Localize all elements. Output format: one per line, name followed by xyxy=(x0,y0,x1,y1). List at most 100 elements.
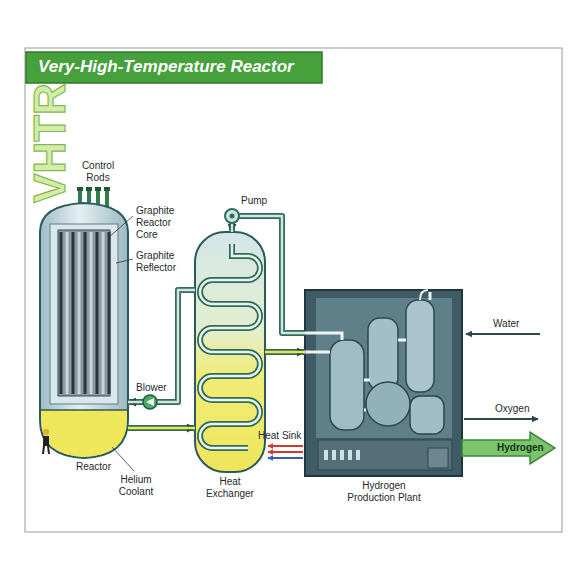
coil-tube xyxy=(200,244,260,448)
person-figure-part xyxy=(43,429,49,435)
part-label: Graphite Reflector xyxy=(136,250,186,274)
pipe-inner xyxy=(232,216,305,333)
core-rod xyxy=(102,232,105,394)
node-label: Hydrogen Production Plant xyxy=(338,480,430,504)
flow-arrows-part xyxy=(462,432,555,464)
production-plant-node: Hydrogen Production Plant xyxy=(305,290,462,476)
hydrogen-plant-part xyxy=(356,450,360,460)
blower-symbol xyxy=(143,395,157,409)
flow-arrows-part xyxy=(464,418,538,420)
hydrogen-plant-part xyxy=(316,298,452,438)
title-banner xyxy=(26,52,322,83)
person-figure-part xyxy=(43,446,44,454)
blower-symbol-part xyxy=(146,398,154,406)
leader-lines-part xyxy=(108,216,133,238)
pump-symbol xyxy=(225,209,239,223)
part-label: Heat Sink xyxy=(258,430,301,442)
pipe-group xyxy=(128,290,195,402)
flow-label: Oxygen xyxy=(495,403,529,415)
flow-arrows-part xyxy=(466,333,540,335)
part-label: Blower xyxy=(136,382,167,394)
control-rods-part xyxy=(95,187,101,191)
flow-arrows-part xyxy=(268,445,303,447)
title-text: Very-High-Temperature Reactor xyxy=(38,57,294,77)
person-figure-part xyxy=(43,436,49,446)
coolant-pipe xyxy=(128,425,195,431)
pipe-inner xyxy=(265,351,305,354)
flow-label: Water xyxy=(493,318,519,330)
core-rod xyxy=(108,232,111,394)
core-rod xyxy=(96,232,99,394)
blower-symbol-part xyxy=(143,395,157,409)
reactor-vessel-part xyxy=(50,224,118,404)
hydrogen-plant-part xyxy=(332,450,336,460)
hydrogen-plant-part xyxy=(330,340,364,430)
hydrogen-plant-part xyxy=(318,440,452,470)
hydrogen-plant-part xyxy=(406,300,434,392)
leader-lines-part xyxy=(116,259,133,263)
node-label: Reactor xyxy=(76,461,111,473)
control-rods-part xyxy=(86,187,92,191)
coolant-pipe xyxy=(265,349,305,355)
control-rods-part xyxy=(104,187,110,191)
part-label: Graphite Reactor Core xyxy=(136,205,182,241)
coolant-pipe xyxy=(232,216,305,333)
reactor-vessel-part xyxy=(40,203,128,458)
part-label: Control Rods xyxy=(77,160,119,184)
node-label: Heat Exchanger xyxy=(202,476,258,500)
core-rod xyxy=(78,232,81,394)
reactor-vessel-node: Reactor xyxy=(40,203,128,458)
hydrogen-plant-part xyxy=(368,318,398,390)
reactor-vessel-part xyxy=(41,409,127,411)
hydrogen-plant-part xyxy=(428,448,448,468)
vertical-logo: VHTR xyxy=(28,83,72,203)
pipe-inner xyxy=(128,290,195,402)
pipe-group xyxy=(265,352,305,353)
person-figure-part xyxy=(48,446,49,454)
pipe-group xyxy=(232,216,305,333)
pipes xyxy=(128,216,305,428)
core-rod xyxy=(66,232,69,394)
heat-exchanger-node: Heat Exchanger xyxy=(195,232,265,472)
coil-tube-inner xyxy=(200,244,260,448)
core-rod xyxy=(72,232,75,394)
heat-exchanger-coil xyxy=(200,244,260,448)
heat-exchanger-vessel xyxy=(195,232,265,472)
flow-arrows-part xyxy=(268,457,303,459)
part-label: Helium Coolant xyxy=(114,474,158,498)
core-rod xyxy=(90,232,93,394)
control-rods-part xyxy=(77,187,83,191)
hydrogen-plant-part xyxy=(410,396,444,434)
hydrogen-plant-part xyxy=(366,382,410,426)
pump-symbol-part xyxy=(225,209,239,223)
reactor-vessel-part xyxy=(41,410,127,457)
leader-lines xyxy=(108,216,134,471)
hydrogen-plant-part xyxy=(340,450,344,460)
part-label: Pump xyxy=(241,195,267,207)
reactor-vessel-part xyxy=(58,230,110,396)
hydrogen-plant-part xyxy=(348,450,352,460)
graphite-core-rods xyxy=(61,232,109,394)
hydrogen-plant-part xyxy=(420,290,428,300)
pipe-inner xyxy=(128,427,195,430)
pipe-group xyxy=(128,428,195,429)
reactor-vessel xyxy=(40,203,128,458)
flow-arrows-part xyxy=(268,451,303,453)
hydrogen-plant-part xyxy=(305,292,430,410)
hydrogen-plant-part xyxy=(324,450,328,460)
person-figure xyxy=(43,429,49,454)
core-rod xyxy=(60,232,63,394)
hydrogen-plant-part xyxy=(305,290,462,476)
coolant-pipe xyxy=(128,290,195,402)
core-rod xyxy=(84,232,87,394)
pump-symbol-part xyxy=(230,214,235,219)
flow-arrows xyxy=(268,334,555,464)
flow-label: Hydrogen xyxy=(497,442,544,454)
leader-lines-part xyxy=(112,447,134,471)
